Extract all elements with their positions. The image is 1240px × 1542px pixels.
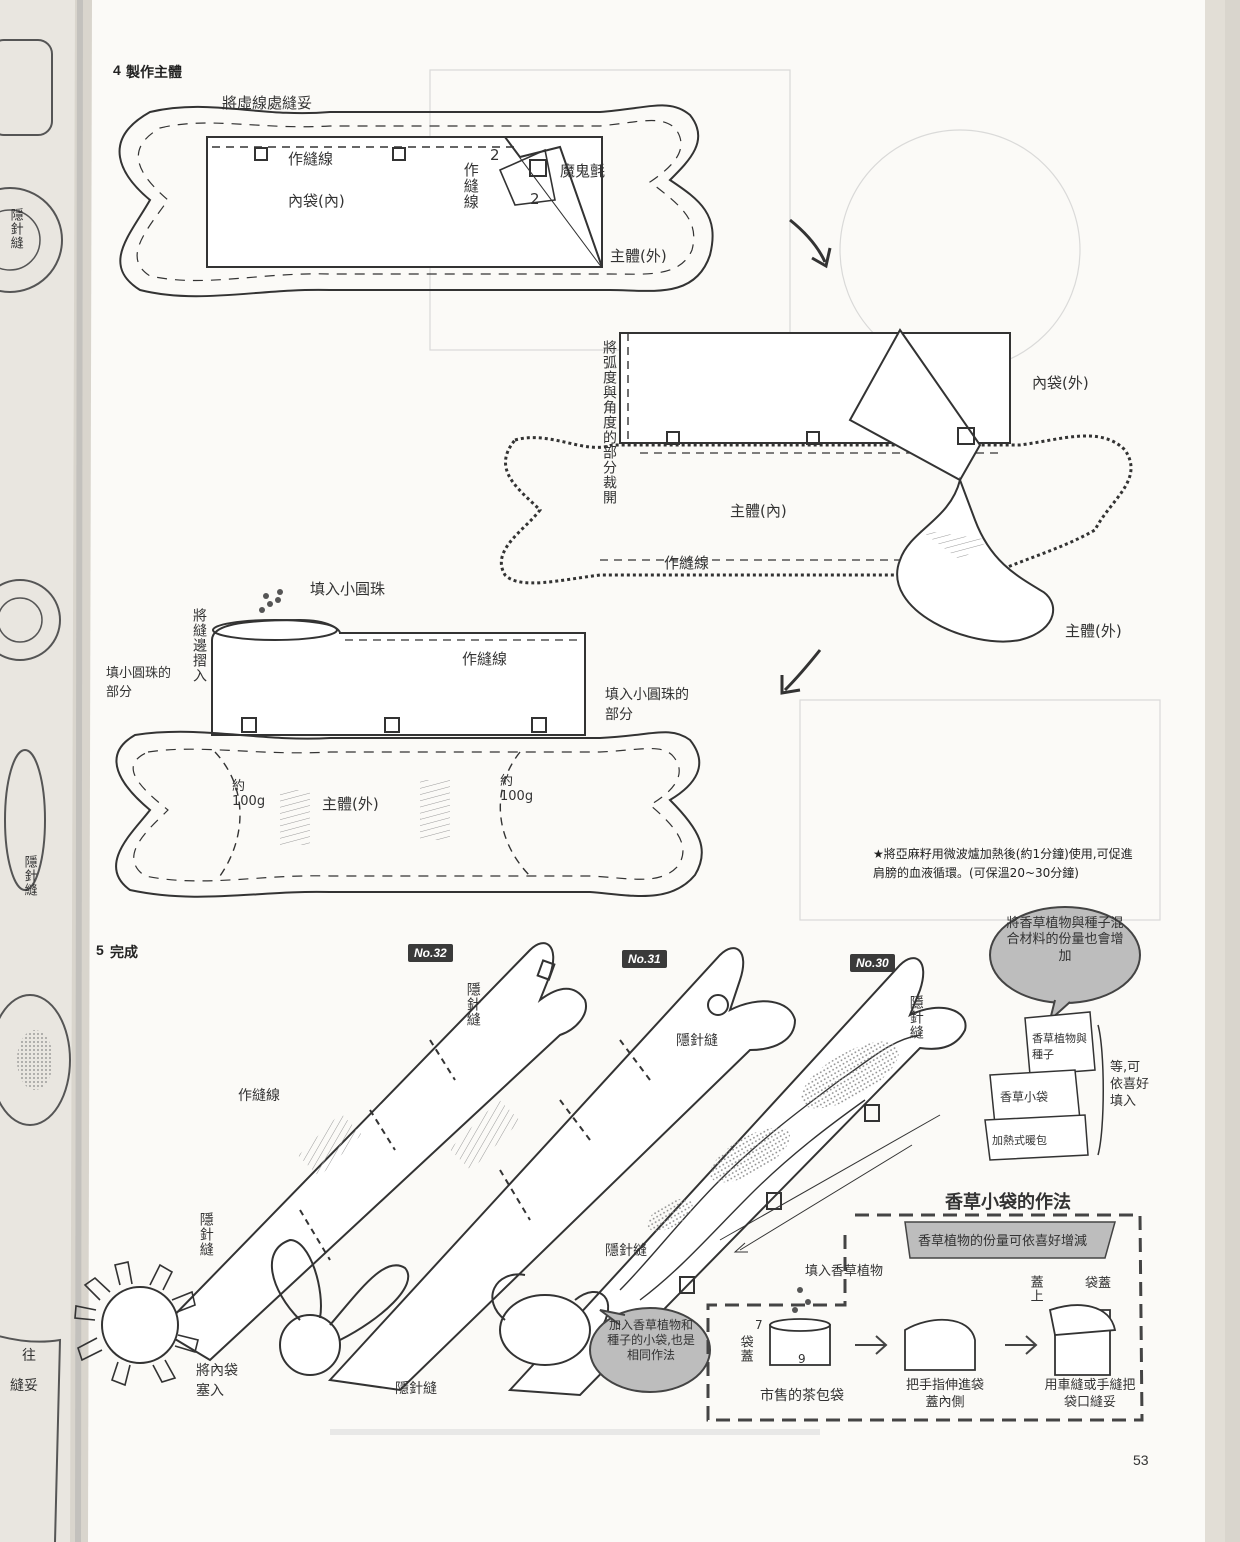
diagram-step4-b (499, 328, 1133, 643)
label-fill-beads: 填入小圓珠 (310, 580, 386, 598)
herb-sachet-panel (706, 1213, 1144, 1422)
label-tea-bag: 市售的茶包袋 (760, 1388, 844, 1404)
label-lid-top: 蓋上 (1027, 1275, 1043, 1303)
badge-no31: No.31 (622, 950, 667, 968)
label-cut-curves: 將弧度與角度的部分裁開 (601, 340, 617, 505)
bubble-top-text: 將香草植物與種子混合材料的份量也會增加 (1006, 916, 1124, 964)
left-page-label-2: 隱針縫 (21, 855, 37, 897)
label-fold-seam-in: 將縫邊摺入 (191, 608, 207, 683)
option-cards (984, 1011, 1104, 1161)
label-beads-part-right: 填入小圓珠的部分 (605, 687, 689, 723)
speech-bubbles (589, 906, 1141, 1393)
label-body-in: 主體(內) (730, 502, 787, 520)
step4-title: 製作主體 (126, 64, 182, 80)
label-insert-inner: 將內袋塞入 (196, 1363, 238, 1399)
options-text: 等,可依喜好填入 (1110, 1060, 1150, 1109)
label-beads-part-left: 填小圓珠的部分 (106, 666, 172, 700)
label-inner-bag-in: 內袋(內) (288, 192, 345, 210)
label-approx-left: 約100g (232, 779, 266, 809)
herb-sachet-subtitle: 香草植物的份量可依喜好增減 (918, 1234, 1088, 1249)
label-sew-shut: 用車縫或手縫把袋口縫妥 (1044, 1378, 1136, 1410)
label-bag-lid: 袋蓋 (737, 1335, 753, 1363)
diagram-step4-c (115, 618, 703, 898)
left-page-label-1: 隱針縫 (7, 208, 23, 250)
label-hidden-stitch-4: 隱針縫 (197, 1212, 214, 1257)
label-bag-lid-2: 袋蓋 (1085, 1276, 1112, 1291)
label-body-out: 主體(外) (610, 247, 667, 265)
label-hidden-stitch-2: 隱針縫 (676, 1033, 718, 1049)
dim-2b: 2 (530, 190, 540, 208)
page-number: 53 (1133, 1452, 1149, 1468)
dim-9: 9 (798, 1352, 806, 1366)
label-finger: 把手指伸進袋蓋內側 (905, 1378, 984, 1410)
item-heat: 加熱式暖包 (992, 1134, 1047, 1147)
step5-number: 5 (96, 942, 104, 958)
finished-pillows (74, 942, 967, 1397)
flaxseed-note: ★將亞麻籽用微波爐加熱後(約1分鐘)使用,可促進肩膀的血液循環。(可保溫20~3… (873, 847, 1133, 881)
step5-title: 完成 (110, 944, 138, 960)
label-dotted-sew: 將虛線處縫妥 (222, 94, 313, 112)
label-seam-line: 作縫線 (288, 150, 334, 168)
label-hidden-stitch-3: 隱針縫 (907, 995, 924, 1040)
badge-no32: No.32 (408, 944, 453, 962)
label-fill-herbs: 填入香草植物 (805, 1264, 884, 1279)
item-herbs: 香草植物與種子 (1032, 1032, 1087, 1061)
item-sachet: 香草小袋 (1000, 1090, 1049, 1104)
dim-2a: 2 (490, 146, 500, 164)
herb-sachet-title: 香草小袋的作法 (945, 1192, 1071, 1213)
step4-number: 4 (113, 62, 121, 78)
label-seam-line-vert: 作縫線 (461, 162, 480, 210)
label-seam-line-3: 作縫線 (462, 650, 508, 668)
label-approx-right: 約100g (500, 774, 534, 804)
label-seam-line-2: 作縫線 (664, 554, 710, 572)
label-seam-line-4: 作縫線 (238, 1088, 280, 1104)
dim-7: 7 (755, 1318, 763, 1332)
label-body-out-3: 主體(外) (322, 795, 379, 813)
label-hidden-stitch-1: 隱針縫 (464, 982, 481, 1027)
badge-no30: No.30 (850, 954, 895, 972)
label-hidden-stitch-5: 隱針縫 (605, 1243, 647, 1259)
left-page-label-4: 縫妥 (10, 1378, 38, 1394)
left-page-label-3: 往 (22, 1348, 36, 1364)
label-body-out-2: 主體(外) (1065, 622, 1122, 640)
label-velcro: 魔鬼氈 (560, 162, 606, 180)
diagram-step4-a (118, 104, 714, 298)
bubble-bottom-text: 加入香草植物和種子的小袋,也是相同作法 (607, 1318, 695, 1362)
label-inner-bag-out: 內袋(外) (1032, 374, 1089, 392)
label-hidden-stitch-6: 隱針縫 (395, 1381, 437, 1397)
